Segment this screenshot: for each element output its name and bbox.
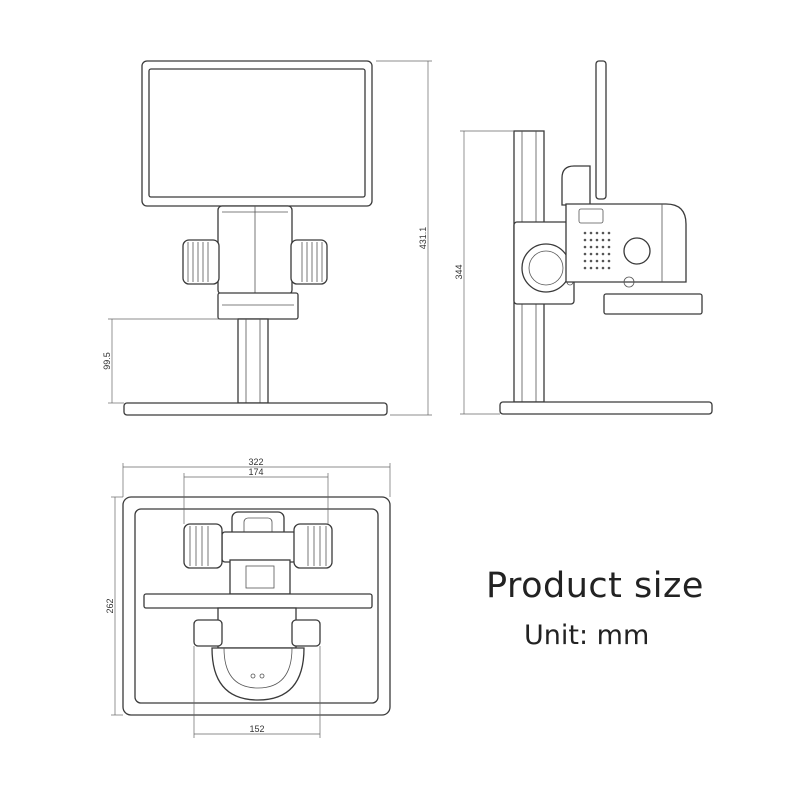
- front-view: [123, 60, 388, 416]
- dim-base-width-label: 322: [248, 457, 263, 467]
- top-knob-right: [293, 523, 333, 569]
- side-base: [499, 401, 713, 415]
- dim-total-height-label: 431.1: [418, 227, 428, 250]
- top-view: [122, 496, 391, 716]
- side-lens-port: [623, 237, 651, 265]
- front-base: [123, 402, 388, 416]
- dim-head-width-label: 174: [248, 467, 263, 477]
- dim-column-spacing: 152: [193, 646, 321, 738]
- unit-label: Unit: mm: [524, 620, 650, 651]
- dim-column-height-label: 99.5: [102, 352, 112, 370]
- front-collar: [217, 292, 299, 320]
- front-focus-knob-right: [290, 239, 328, 285]
- front-monitor-screen: [148, 68, 366, 198]
- top-lower-knob-left: [193, 619, 223, 647]
- top-ring-light: [211, 647, 305, 701]
- front-focus-knob-left: [182, 239, 220, 285]
- dim-head-width: 174: [183, 467, 329, 524]
- side-view: [499, 60, 713, 415]
- side-monitor-mount: [561, 165, 591, 206]
- product-size-heading: Product size: [486, 566, 704, 606]
- top-collar: [229, 559, 291, 595]
- front-monitor-frame: [141, 60, 373, 207]
- top-stage-bar: [143, 593, 373, 609]
- dim-side-height-label: 344: [454, 264, 464, 279]
- dim-total-height: 431.1: [376, 60, 432, 416]
- top-base-inner: [134, 508, 379, 704]
- top-lower-knob-right: [291, 619, 321, 647]
- dim-base-depth-label: 262: [105, 598, 115, 613]
- side-monitor: [595, 60, 607, 200]
- top-knob-left: [183, 523, 223, 569]
- top-lower-housing: [217, 607, 297, 649]
- dim-column-height: 99.5: [102, 318, 238, 404]
- dim-column-spacing-label: 152: [249, 724, 264, 734]
- dim-base-width: 322: [122, 457, 391, 497]
- dim-base-depth: 262: [105, 496, 123, 716]
- side-vent-grid: [583, 231, 611, 270]
- side-stage: [603, 293, 703, 315]
- dim-side-height: 344: [454, 130, 514, 415]
- front-column: [237, 318, 269, 404]
